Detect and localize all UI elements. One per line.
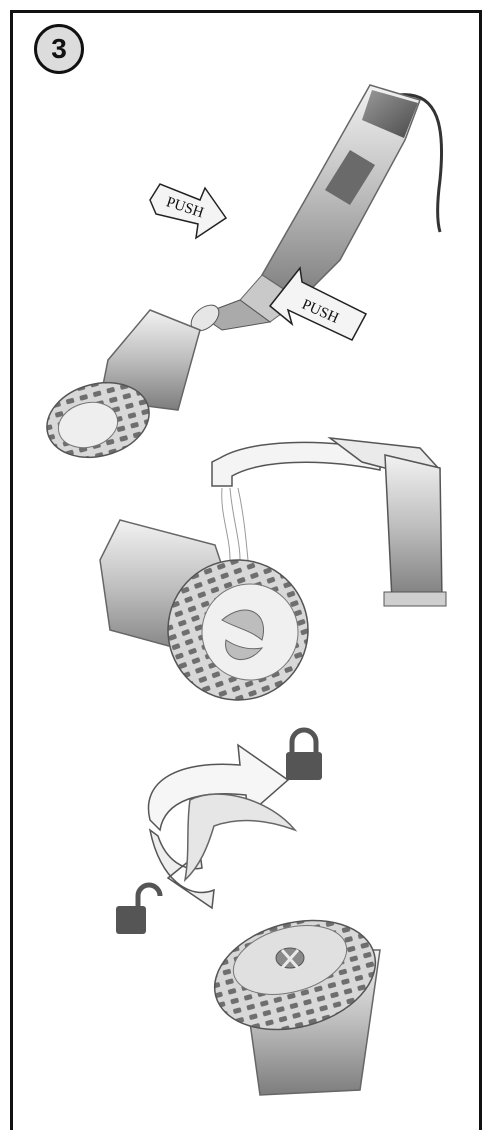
lock-closed-icon [286, 727, 322, 780]
water-stream [221, 487, 249, 561]
rinsing-shaft-with-cage [99, 519, 309, 701]
rotate-arrow-icon [147, 743, 290, 910]
faucet [211, 436, 447, 607]
power-cable [397, 93, 444, 233]
cage-with-shaft-bottom [213, 919, 381, 1096]
lock-open-icon [116, 882, 163, 934]
push-arrow-left: PUSH [149, 183, 228, 240]
step-number-badge: 3 [34, 24, 84, 74]
detached-shaft-with-cage [46, 309, 201, 459]
blade [183, 793, 298, 883]
instruction-frame [10, 10, 482, 1130]
push-arrow-right: PUSH [268, 266, 368, 341]
